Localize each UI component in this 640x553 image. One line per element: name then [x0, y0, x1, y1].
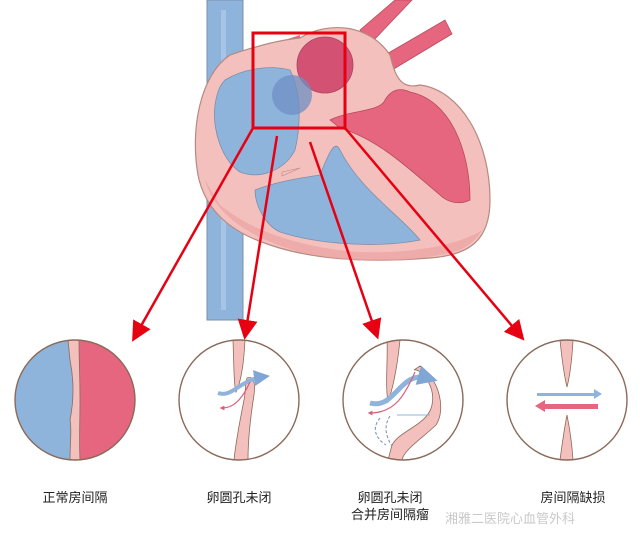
label-normal-septum: 正常房间隔	[42, 491, 108, 506]
pointer-arrows	[132, 127, 525, 342]
label-pfo-with-aneurysm: 卵圆孔未闭 合并房间隔瘤	[350, 491, 429, 523]
watermark: 湘雅二医院心血管外科	[445, 512, 576, 527]
panel-asd	[506, 339, 628, 461]
label-pfo: 卵圆孔未闭	[206, 491, 272, 506]
septum-highlight-box	[251, 31, 347, 130]
panel-pfo	[178, 339, 300, 461]
panel-normal-septum	[14, 339, 136, 461]
panel-pfo-with-aneurysm	[342, 339, 464, 461]
label-asd: 房间隔缺损	[540, 491, 606, 506]
heart-illustration	[194, 26, 491, 261]
